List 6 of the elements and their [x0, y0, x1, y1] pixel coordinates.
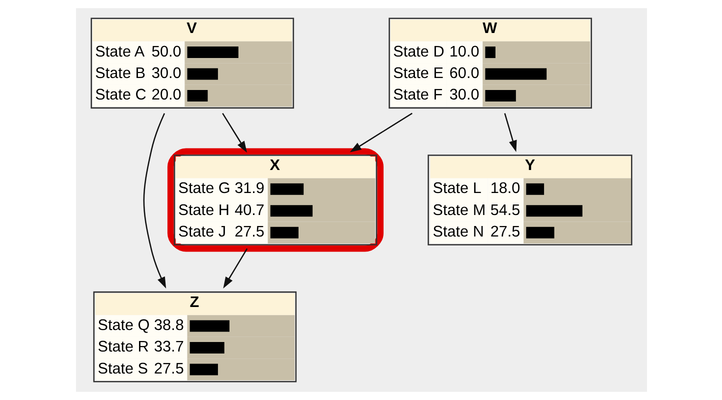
arrow: [504, 113, 516, 152]
node-box: X State G 31.9 State H 40.7 State J 27.5: [166, 148, 384, 252]
arrow: [142, 113, 166, 289]
arrow: [222, 112, 246, 153]
arrow: [349, 112, 412, 152]
arrow: [222, 248, 248, 288]
